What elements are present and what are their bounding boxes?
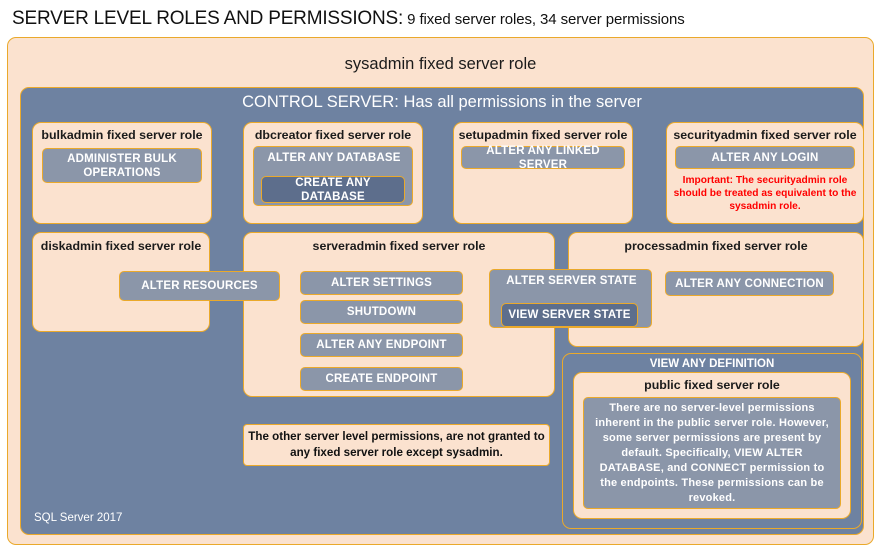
permission-view-server-state[interactable]: VIEW SERVER STATE	[501, 303, 638, 327]
page-title-subtitle: 9 fixed server roles, 34 server permissi…	[403, 11, 685, 28]
sql-server-version-label: SQL Server 2017	[34, 512, 123, 524]
page-title-main: SERVER LEVEL ROLES AND PERMISSIONS:	[12, 8, 404, 29]
permission-alter-any-login[interactable]: ALTER ANY LOGIN	[675, 146, 855, 169]
permission-alter-any-linked-server[interactable]: ALTER ANY LINKED SERVER	[461, 145, 625, 171]
page-title: SERVER LEVEL ROLES AND PERMISSIONS: 9 fi…	[12, 8, 872, 34]
permission-alter-settings[interactable]: ALTER SETTINGS	[300, 271, 463, 295]
diskadmin-role-label: diskadmin fixed server role	[40, 239, 202, 253]
bulkadmin-role-label: bulkadmin fixed server role	[41, 128, 203, 142]
permission-alter-resources[interactable]: ALTER RESOURCES	[119, 271, 280, 301]
processadmin-role-label: processadmin fixed server role	[624, 239, 808, 253]
public-role-label: public fixed server role	[644, 378, 780, 392]
permission-shutdown[interactable]: SHUTDOWN	[300, 300, 463, 324]
permission-administer-bulk-operations[interactable]: ADMINISTER BULK OPERATIONS	[42, 148, 202, 183]
permission-alter-server-state-label: ALTER SERVER STATE	[506, 275, 637, 287]
public-role-description: There are no server-level permissions in…	[583, 397, 841, 509]
sysadmin-role-label: sysadmin fixed server role	[344, 55, 537, 73]
permission-alter-any-connection[interactable]: ALTER ANY CONNECTION	[665, 271, 834, 296]
footnote-box	[243, 424, 550, 466]
permission-alter-any-endpoint[interactable]: ALTER ANY ENDPOINT	[300, 333, 463, 357]
footnote-text: The other server level permissions, are …	[248, 430, 545, 459]
dbcreator-role-label: dbcreator fixed server role	[254, 128, 412, 142]
permission-create-any-database[interactable]: CREATE ANY DATABASE	[261, 176, 405, 203]
control-server-label: CONTROL SERVER: Has all permissions in t…	[242, 93, 642, 111]
serveradmin-role-label: serveradmin fixed server role	[312, 239, 486, 253]
setupadmin-role-box	[453, 122, 633, 224]
setupadmin-role-label: setupadmin fixed server role	[458, 128, 628, 142]
securityadmin-role-label: securityadmin fixed server role	[673, 128, 857, 142]
securityadmin-warning-note: Important: The securityadmin role should…	[673, 175, 857, 212]
permission-create-endpoint[interactable]: CREATE ENDPOINT	[300, 367, 463, 391]
securityadmin-role-box	[666, 122, 864, 224]
permission-view-any-definition-label: VIEW ANY DEFINITION	[649, 358, 775, 370]
permission-alter-any-database-label: ALTER ANY DATABASE	[267, 152, 401, 164]
